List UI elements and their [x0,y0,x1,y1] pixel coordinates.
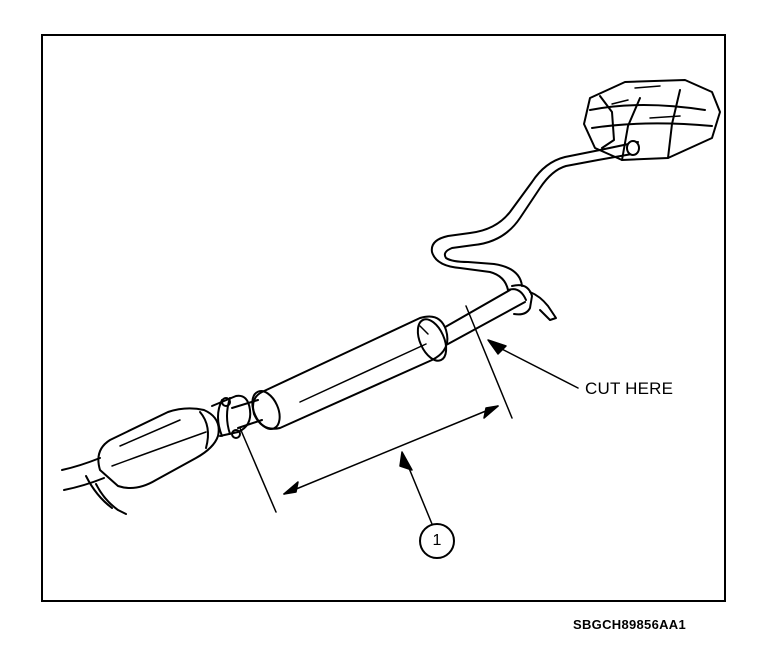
figure-border [41,34,726,602]
inlet-pipe [61,457,127,515]
figure-id: SBGCH89856AA1 [573,617,687,632]
callout-number: 1 [432,532,442,549]
front-pipe [211,394,263,439]
dimension-line [239,305,513,513]
resonator [251,315,449,430]
callout-circle [419,523,455,559]
cut-here-label: CUT HERE [585,379,674,398]
callout-leader [399,451,433,525]
cut-here-leader [487,339,579,389]
tail-pipe [430,140,640,291]
catalytic-converter [97,407,220,489]
hanger-bracket [511,284,557,321]
intermediate-pipe [439,288,527,345]
rear-muffler [583,79,721,161]
